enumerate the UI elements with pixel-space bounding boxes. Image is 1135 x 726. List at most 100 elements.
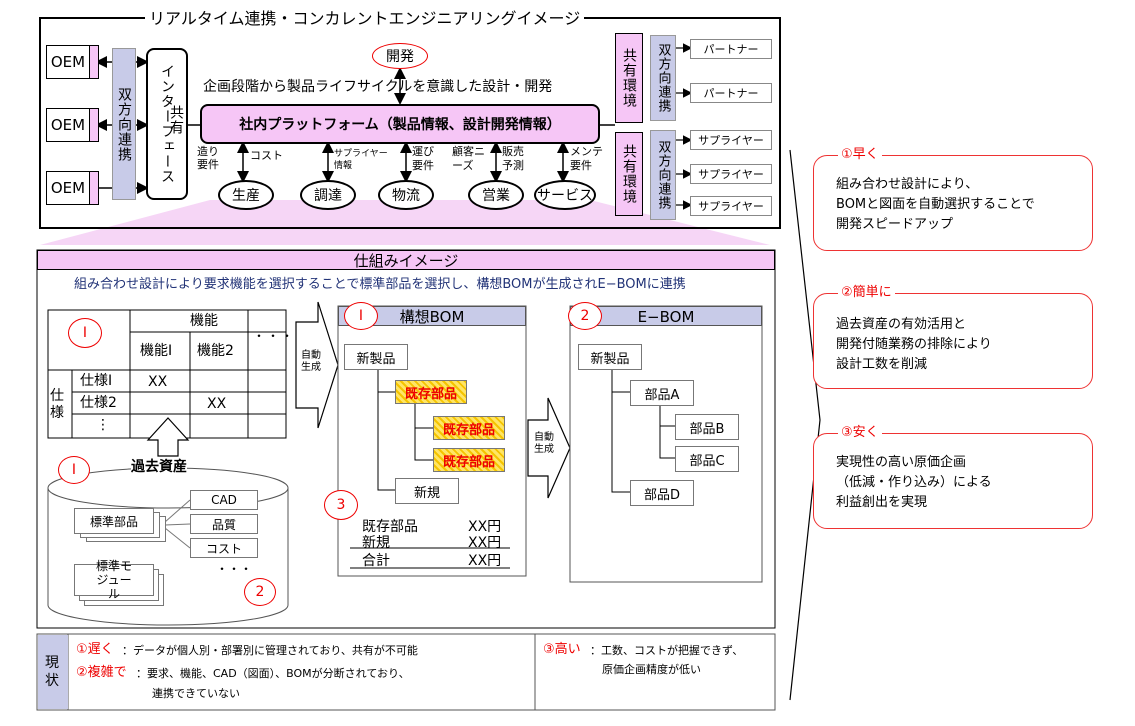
- shared-env-2: 共有環境: [615, 132, 643, 216]
- bom2-part-a: 部品A: [630, 380, 694, 406]
- hyojun-module-box: 標準モジュール: [74, 559, 154, 601]
- mech-title: 仕組みイメージ: [37, 250, 775, 270]
- interface-box: インターフェース: [146, 48, 188, 200]
- bom1-cost-val-3: XX円: [468, 553, 502, 569]
- oem-connector-3: [89, 171, 99, 205]
- bom1-cost-name-2: 新規: [362, 535, 390, 551]
- table-shiyou2: 仕様2: [80, 395, 117, 411]
- bom1-existing-3: 既存部品: [433, 448, 505, 472]
- benefit-heading-1: ①早く: [838, 148, 882, 161]
- benefit-1-line-2: BOMと図面を自動選択することで: [836, 197, 1035, 212]
- platform-box: 社内プラットフォーム（製品情報、設計開発情報）: [200, 104, 600, 144]
- benefit-2-line-3: 設計工数を削減: [836, 357, 928, 372]
- bom1-title: 構想BOM: [338, 306, 526, 326]
- bom1-cost-name-3: 合計: [362, 553, 390, 569]
- benefit-3-line-1: 実現性の高い原価企画: [836, 455, 967, 470]
- hyojun-buhin-box: 標準部品: [74, 508, 154, 534]
- benefit-1-line-1: 組み合わせ設計により、: [836, 177, 979, 192]
- caption: 企画段階から製品ライフサイクルを意識した設計・開発: [203, 79, 553, 95]
- top-title: リアルタイム連携・コンカレントエンジニアリングイメージ: [145, 11, 585, 27]
- bom1-new: 新規: [395, 478, 459, 504]
- status-complex-text-2: 連携できていない: [152, 687, 240, 700]
- table-shiyou1: 仕様Ⅰ: [80, 373, 113, 389]
- status-slow-text: ：データが個人別・部署別に管理されており、共有が不可能: [122, 644, 418, 657]
- label-kokyaku: 顧客ニーズ: [452, 145, 485, 172]
- benefit-2-line-2: 開発付随業務の排除により: [836, 337, 992, 352]
- label-cost: コスト: [250, 149, 283, 162]
- table-kinou: 機能: [190, 313, 218, 329]
- table-kinou2: 機能2: [197, 343, 234, 359]
- status-high-text-2: 原価企画精度が低い: [602, 663, 701, 676]
- status-high-text-1: ：工数、コストが把握できず、: [590, 644, 744, 657]
- table-circle: I: [68, 318, 102, 348]
- cost-box: コスト: [190, 538, 258, 558]
- partner-box-1: パートナー: [690, 39, 772, 59]
- benefit-3-line-2: （低減・作り込み）による: [836, 475, 992, 490]
- bom1-cost-val-2: XX円: [468, 535, 502, 551]
- bom2-title: E−BOM: [570, 306, 762, 326]
- status-label-bg: 現状: [38, 635, 68, 709]
- mech-subtitle: 組み合わせ設計により要求機能を選択することで標準部品を選択し、構想BOMが生成さ…: [74, 277, 686, 292]
- label-supplier-info: サプライヤー情報: [334, 149, 388, 171]
- bom1-cost-val-1: XX円: [468, 519, 502, 535]
- oem-connector-1: [89, 45, 99, 79]
- bom1-root: 新製品: [344, 344, 408, 370]
- bidir-right-1: 双方向連携: [650, 35, 676, 121]
- partner-box-2: パートナー: [690, 83, 772, 103]
- oem-box-3: OEM: [46, 171, 90, 205]
- oem-box-2: OEM: [46, 108, 90, 142]
- past-circle-2: 2: [244, 578, 276, 606]
- supplier-box-3: サプライヤー: [690, 196, 772, 216]
- auto-label-1: 自動生成: [301, 350, 321, 373]
- status-slow-key: ①遅く: [76, 642, 114, 657]
- table-vdots: ⋮: [96, 417, 110, 433]
- bom1-existing-2: 既存部品: [433, 416, 505, 440]
- supplier-box-2: サプライヤー: [690, 164, 772, 184]
- oval-eigyo: 営業: [468, 180, 524, 210]
- bom1-cost-name-1: 既存部品: [362, 519, 418, 535]
- oval-seisan: 生産: [218, 180, 274, 210]
- table-xx2: XX: [207, 396, 227, 412]
- table-kinou1: 機能Ⅰ: [140, 343, 173, 359]
- oval-chotatsu: 調達: [300, 180, 356, 210]
- label-tsukuri: 造り要件: [197, 145, 219, 171]
- bom2-circle: 2: [568, 302, 602, 330]
- benefit-1-line-3: 開発スピードアップ: [836, 217, 954, 232]
- oem-box-1: OEM: [46, 45, 90, 79]
- cad-box: CAD: [190, 490, 258, 510]
- benefit-card-3: [813, 433, 1093, 529]
- table-shiyou: 仕様: [50, 388, 64, 421]
- benefit-heading-2: ②簡単に: [838, 286, 895, 299]
- status-label: 現状: [45, 655, 59, 689]
- shared-env-1: 共有環境: [615, 33, 643, 123]
- status-complex-text-1: ：要求、機能、CAD（図面）、BOMが分断されており、: [136, 667, 410, 680]
- past-title: 過去資産: [131, 459, 187, 475]
- bom1-existing-1: 既存部品: [395, 380, 467, 404]
- label-mente: メンテ要件: [570, 145, 603, 172]
- bom2-part-c: 部品C: [675, 446, 739, 472]
- benefit-card-2: [813, 293, 1093, 389]
- benefit-heading-3: ③安く: [838, 426, 882, 439]
- bom1-circle: I: [344, 302, 378, 330]
- auto-label-2: 自動生成: [534, 432, 554, 455]
- oem-connector-2: [89, 108, 99, 142]
- status-high-key: ③高い: [543, 642, 581, 657]
- kaihatsu-oval: 開発: [372, 43, 428, 69]
- bidir-left: 双方向連携: [112, 48, 136, 200]
- table-dots: ・・・: [253, 329, 296, 343]
- status-complex-key: ②複雑で: [76, 665, 127, 680]
- benefit-3-line-3: 利益創出を実現: [836, 495, 928, 510]
- table-xx1: XX: [148, 374, 168, 390]
- hinshitsu-box: 品質: [190, 514, 258, 534]
- benefit-card-1: [813, 155, 1093, 251]
- bom2-root: 新製品: [578, 344, 642, 370]
- label-hakobi: 運び要件: [412, 145, 434, 172]
- label-hanbai: 販売予測: [502, 145, 524, 172]
- bom1-circle-3: 3: [324, 490, 358, 520]
- bom2-part-b: 部品B: [675, 414, 739, 440]
- benefit-2-line-1: 過去資産の有効活用と: [836, 317, 967, 332]
- bom2-part-d: 部品D: [630, 480, 694, 506]
- kyoyu-label: 共有: [168, 105, 184, 135]
- oval-butsuryu: 物流: [378, 180, 434, 210]
- past-circle: I: [58, 456, 90, 484]
